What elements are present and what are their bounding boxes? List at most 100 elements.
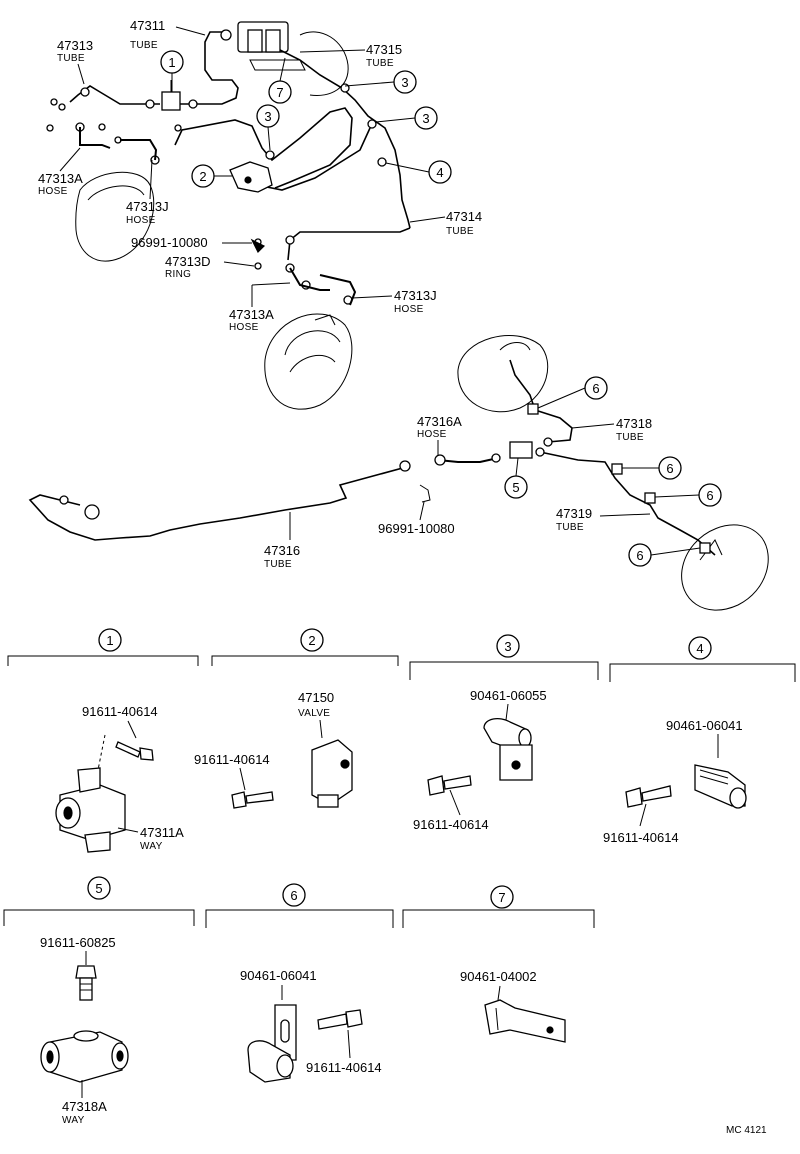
- callout-6a-label: 6: [592, 381, 599, 396]
- hose-47313J-mid-drawing: [319, 274, 357, 306]
- callout-6d-circle: 6: [628, 543, 652, 567]
- label-47319-num: 47319: [556, 506, 592, 521]
- detail-3-clamp-drawing: [483, 717, 533, 781]
- detail-5-way-drawing: [40, 1030, 129, 1083]
- detail-1-way-num: 47311A: [140, 825, 184, 840]
- label-47316A-num: 47316A: [417, 414, 462, 429]
- label-96991-mid-num: 96991-10080: [378, 521, 455, 536]
- label-96991-top-num: 96991-10080: [131, 235, 208, 250]
- label-47313A-top-desc: HOSE: [38, 186, 68, 197]
- label-47313A-mid-num: 47313A: [229, 307, 274, 322]
- detail-6-clamp-num: 90461-06041: [240, 968, 317, 983]
- detail-2-bolt-num: 91611-40614: [194, 752, 270, 767]
- label-47318-num: 47318: [616, 416, 652, 431]
- callout-6b-label: 6: [666, 461, 673, 476]
- detail-4-clamp-num: 90461-06041: [666, 718, 743, 733]
- label-47313-num: 47313: [57, 38, 93, 53]
- detail-6-clamp-drawing: [247, 1004, 297, 1083]
- label-47313D-desc: RING: [165, 269, 191, 280]
- detail-7-number: 7: [498, 890, 505, 905]
- detail-2-valve-num: 47150: [298, 690, 334, 705]
- callout-7-label: 7: [276, 85, 283, 100]
- label-47313-desc: TUBE: [57, 53, 85, 64]
- callout-6b-circle: 6: [658, 456, 682, 480]
- label-47316A-desc: HOSE: [417, 429, 447, 440]
- callout-6c-circle: 6: [698, 483, 722, 507]
- rear-brake-drum-upper-drawing: [457, 335, 549, 413]
- hose-47313A-mid-drawing: [289, 267, 330, 291]
- detail-2: 2 47150 VALVE 91611-40614: [194, 628, 399, 809]
- callout-2-circle: 2: [191, 164, 215, 188]
- detail-2-number: 2: [308, 633, 315, 648]
- detail-6-number: 6: [290, 888, 297, 903]
- callout-4-circle: 4: [428, 160, 452, 184]
- callout-3b-circle: 3: [256, 104, 280, 128]
- detail-3-number: 3: [504, 639, 511, 654]
- callout-3b-label: 3: [264, 109, 271, 124]
- detail-5-bolt-num: 91611-60825: [40, 935, 116, 950]
- detail-1: 1 91611-40614 47311A WAY: [7, 628, 199, 853]
- detail-5-number: 5: [95, 881, 102, 896]
- callout-6a-circle: 6: [584, 376, 608, 400]
- label-47313D-num: 47313D: [165, 254, 211, 269]
- detail-1-bolt-num: 91611-40614: [82, 704, 158, 719]
- label-47313J-mid-num: 47313J: [394, 288, 437, 303]
- hose-47316A-drawing: [437, 457, 499, 463]
- detail-4-bolt-drawing: [625, 785, 672, 808]
- tube-fittings: [46, 29, 387, 305]
- detail-3-bolt-drawing: [427, 775, 472, 796]
- label-47313J-mid-desc: HOSE: [394, 304, 424, 315]
- tube-47313-drawing: [69, 85, 160, 105]
- label-47313J-top-num: 47313J: [126, 199, 169, 214]
- detail-3-clamp-num: 90461-06055: [470, 688, 547, 703]
- front-brake-assembly: [46, 21, 411, 410]
- detail-4-number: 4: [696, 641, 703, 656]
- callout-1-circle: 1: [160, 50, 184, 74]
- label-47316-num: 47316: [264, 543, 300, 558]
- label-47313A-top-num: 47313A: [38, 171, 83, 186]
- detail-6: 6 90461-06041 91611-40614: [205, 883, 394, 1083]
- detail-3-bolt-num: 91611-40614: [413, 817, 489, 832]
- detail-5-bolt-drawing: [75, 965, 97, 1001]
- detail-1-way-desc: WAY: [140, 841, 163, 852]
- map-part-labels: 47313 TUBE 47311 TUBE 47315 TUBE 47313A …: [38, 18, 652, 570]
- front-left-brake-disc-drawing: [75, 171, 155, 262]
- detail-1-way-drawing: [55, 767, 126, 853]
- detail-7: 7 90461-04002: [402, 885, 595, 1043]
- detail-5-way-num: 47318A: [62, 1099, 107, 1114]
- callout-6d-label: 6: [636, 548, 643, 563]
- tube-47314-drawing: [287, 227, 411, 261]
- detail-4-clamp-drawing: [694, 764, 747, 809]
- proportioning-valve-drawing: [229, 161, 273, 193]
- detail-1-bolt-drawing: [115, 741, 154, 761]
- label-47314-desc: TUBE: [446, 226, 474, 237]
- detail-4: 4 90461-06041 91611-40614: [603, 636, 796, 845]
- detail-2-bolt-drawing: [231, 791, 274, 809]
- detail-7-clamp-drawing: [484, 999, 566, 1043]
- front-right-brake-disc-drawing: [264, 313, 353, 410]
- detail-3: 3 90461-06055 91611-40614: [409, 634, 599, 832]
- label-47311-desc: TUBE: [130, 40, 158, 51]
- map-callouts: 1 7 3 3 3 2 4: [160, 50, 722, 567]
- label-47313J-top-desc: HOSE: [126, 215, 156, 226]
- callout-3a-circle: 3: [393, 70, 417, 94]
- diagram-code: MC 4121: [726, 1125, 767, 1136]
- label-47311-num: 47311: [130, 18, 165, 33]
- callout-6c-label: 6: [706, 488, 713, 503]
- label-47315-num: 47315: [366, 42, 402, 57]
- label-47313A-mid-desc: HOSE: [229, 322, 259, 333]
- rear-brake-assembly: [28, 335, 769, 611]
- master-cylinder-drawing: [237, 21, 349, 97]
- hose-47313A-top-drawing: [79, 127, 111, 149]
- callout-5-label: 5: [512, 480, 519, 495]
- detail-5-way-desc: WAY: [62, 1115, 85, 1126]
- detail-6-bolt-drawing: [317, 1009, 363, 1030]
- tube-47311-drawing: [170, 31, 239, 105]
- detail-4-bolt-num: 91611-40614: [603, 830, 679, 845]
- label-47316-desc: TUBE: [264, 559, 292, 570]
- callout-5-circle: 5: [504, 475, 528, 499]
- detail-2-valve-desc: VALVE: [298, 708, 330, 719]
- detail-7-clamp-num: 90461-04002: [460, 969, 537, 984]
- callout-4-label: 4: [436, 165, 443, 180]
